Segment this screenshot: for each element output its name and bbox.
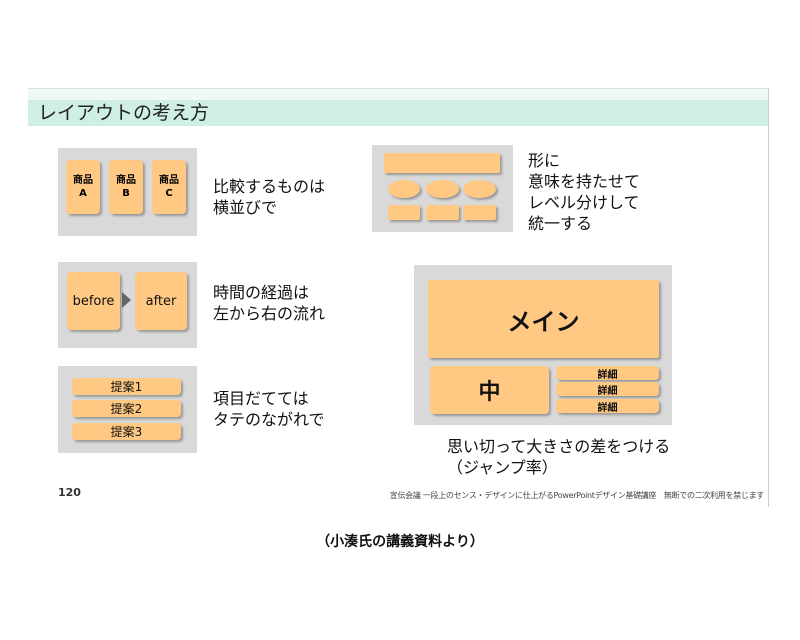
text-line: レベル分けして	[528, 193, 640, 212]
shape-text: 形に意味を持たせてレベル分けして統一する	[528, 150, 640, 234]
shape-rect	[463, 205, 496, 220]
main-box: メイン	[428, 280, 659, 358]
footer-credit: 宣伝会議 一段上のセンス・デザインに仕上がるPowerPointデザイン基礎講座…	[389, 491, 765, 500]
slide-title: レイアウトの考え方	[28, 100, 768, 126]
proposal-pill: 提案1	[72, 378, 181, 395]
before-box: before	[67, 272, 120, 330]
text-line: 横並びで	[213, 198, 278, 217]
shape-oval	[388, 180, 420, 198]
mid-box: 中	[430, 366, 549, 414]
text-line: （ジャンプ率）	[447, 458, 558, 477]
caption: （小湊氏の講義資料より）	[316, 534, 484, 550]
detail-box: 詳細	[556, 382, 659, 397]
title-band-top	[28, 89, 768, 100]
text-line: 左から右の流れ	[213, 304, 326, 323]
product-card-a: 商品 A	[66, 160, 100, 214]
text-line: 時間の経過は	[213, 283, 310, 302]
text-line: 比較するものは	[213, 177, 326, 196]
items-text: 項目だててはタテのながれで	[213, 388, 325, 430]
shape-rect	[426, 205, 459, 220]
text-line: タテのながれで	[213, 410, 325, 429]
text-line: 意味を持たせて	[528, 172, 641, 191]
jump-text: 思い切って大きさの差をつける （ジャンプ率）	[447, 436, 670, 478]
text-line: 思い切って大きさの差をつける	[447, 437, 671, 456]
text-line: 項目だてては	[213, 389, 309, 408]
detail-box: 詳細	[556, 399, 659, 414]
shape-bar	[384, 153, 500, 173]
shape-rect	[388, 205, 420, 220]
time-text: 時間の経過は左から右の流れ	[213, 282, 325, 324]
proposal-pill: 提案2	[72, 400, 181, 417]
compare-text: 比較するものは横並びで	[213, 176, 325, 218]
product-card-b: 商品 B	[109, 160, 143, 214]
text-line: 形に	[528, 151, 561, 170]
text-line: 統一する	[528, 214, 593, 233]
shape-oval	[463, 180, 496, 198]
arrow-right-icon	[122, 292, 131, 308]
product-card-c: 商品 C	[152, 160, 186, 214]
slide	[28, 88, 769, 507]
detail-box: 詳細	[556, 366, 659, 381]
proposal-pill: 提案3	[72, 423, 181, 440]
shape-oval	[426, 180, 459, 198]
page-number: 120	[58, 486, 81, 499]
after-box: after	[135, 272, 187, 330]
